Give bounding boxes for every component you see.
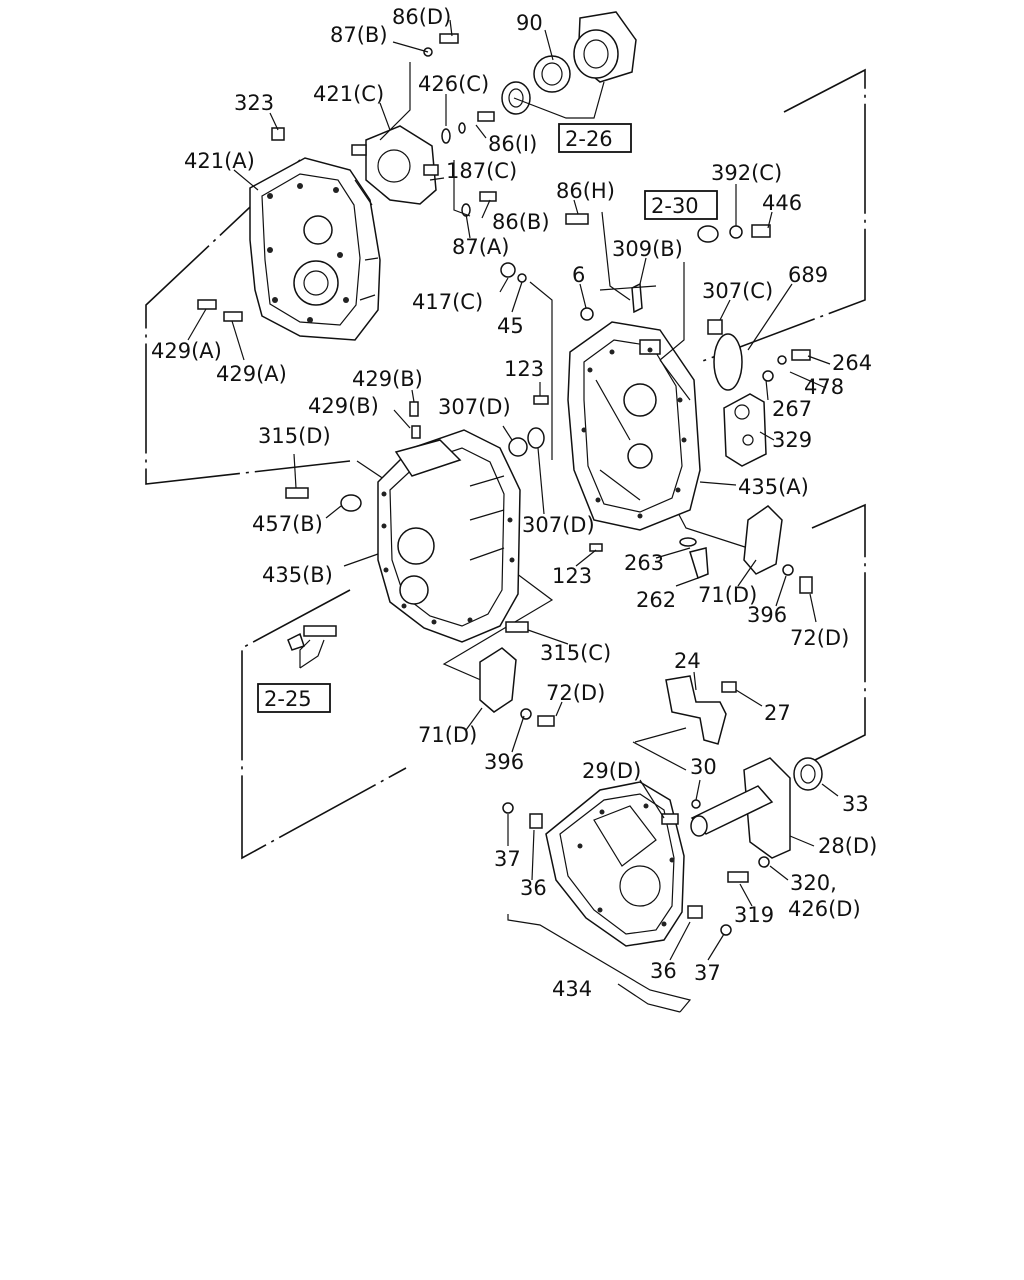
part-label: 435(B) [262,563,333,587]
part-label: 123 [504,357,544,381]
part-label: 320, [790,871,837,895]
cover-329 [723,393,767,467]
part-label: 392(C) [711,161,782,185]
part-label: 30 [690,755,717,779]
part-label: 307(D) [522,513,595,537]
leader-lines [187,19,839,1013]
part-label: 315(D) [258,424,331,448]
part-label: 434 [552,977,592,1001]
part-label: 262 [636,588,676,612]
part-label: 307(D) [438,395,511,419]
part-label: 187(C) [446,159,517,183]
part-label: 86(H) [556,179,615,203]
front-case-421a [249,157,381,341]
part-label: 36 [650,959,677,983]
part-label: 71(D) [698,583,757,607]
part-label: 6 [572,263,585,287]
part-label: 435(A) [738,475,809,499]
part-label: 396 [484,750,524,774]
part-label: 319 [734,903,774,927]
part-label: 263 [624,551,664,575]
bearing-cap-421c [351,125,439,205]
part-label: 429(A) [151,339,222,363]
ref-box-2-30[interactable]: 2-30 [644,190,718,220]
part-label: 307(C) [702,279,773,303]
part-label: 323 [234,91,274,115]
part-label: 446 [762,191,802,215]
ref-label: 2-30 [651,194,699,218]
part-label: 421(A) [184,149,255,173]
ref-box-2-26[interactable]: 2-26 [558,123,632,153]
part-label: 264 [832,351,872,375]
part-label: 36 [520,876,547,900]
part-label: 396 [747,603,787,627]
companion-flange [501,11,637,115]
part-label: 72(D) [790,626,849,650]
ref-box-2-25[interactable]: 2-25 [257,683,331,713]
part-label: 37 [494,847,521,871]
ref-label: 2-25 [264,687,312,711]
part-label: 267 [772,397,812,421]
case-435b [377,401,521,643]
part-label: 86(I) [488,132,537,156]
cover-71d-right [743,505,813,594]
part-label: 429(B) [308,394,379,418]
ref-label: 2-26 [565,127,613,151]
part-label: 24 [674,649,701,673]
right-upper-hardware [631,224,811,391]
part-label: 426(D) [788,897,861,921]
part-label: 329 [772,428,812,452]
bearing-retainer-28d [661,757,823,883]
part-labels: 86(D) 87(B) 90 323 421(C) 426(C) 421(A) … [151,5,877,1001]
top-fasteners [197,33,594,322]
part-label: 86(D) [392,5,451,29]
intermediate-case-435a [567,321,701,531]
part-label: 309(B) [612,237,683,261]
part-label: 421(C) [313,82,384,106]
bracket-24 [665,675,737,745]
part-label: 87(A) [452,235,509,259]
left-mid-hardware [285,395,709,651]
part-label: 27 [764,701,791,725]
part-label: 478 [804,375,844,399]
part-label: 37 [694,961,721,985]
part-label: 429(B) [352,367,423,391]
part-label: 689 [788,263,828,287]
part-label: 33 [842,792,869,816]
part-label: 87(B) [330,23,388,47]
part-label: 315(C) [540,641,611,665]
rear-cover-434 [502,781,732,947]
part-label: 417(C) [412,290,483,314]
part-label: 86(B) [492,210,550,234]
part-label: 72(D) [546,681,605,705]
part-label: 28(D) [818,834,877,858]
part-label: 429(A) [216,362,287,386]
part-label: 123 [552,564,592,588]
part-label: 71(D) [418,723,477,747]
part-label: 45 [497,314,524,338]
part-label: 29(D) [582,759,641,783]
cover-71d-lower [479,647,555,727]
part-label: 457(B) [252,512,323,536]
part-label: 426(C) [418,72,489,96]
part-label: 90 [516,11,543,35]
